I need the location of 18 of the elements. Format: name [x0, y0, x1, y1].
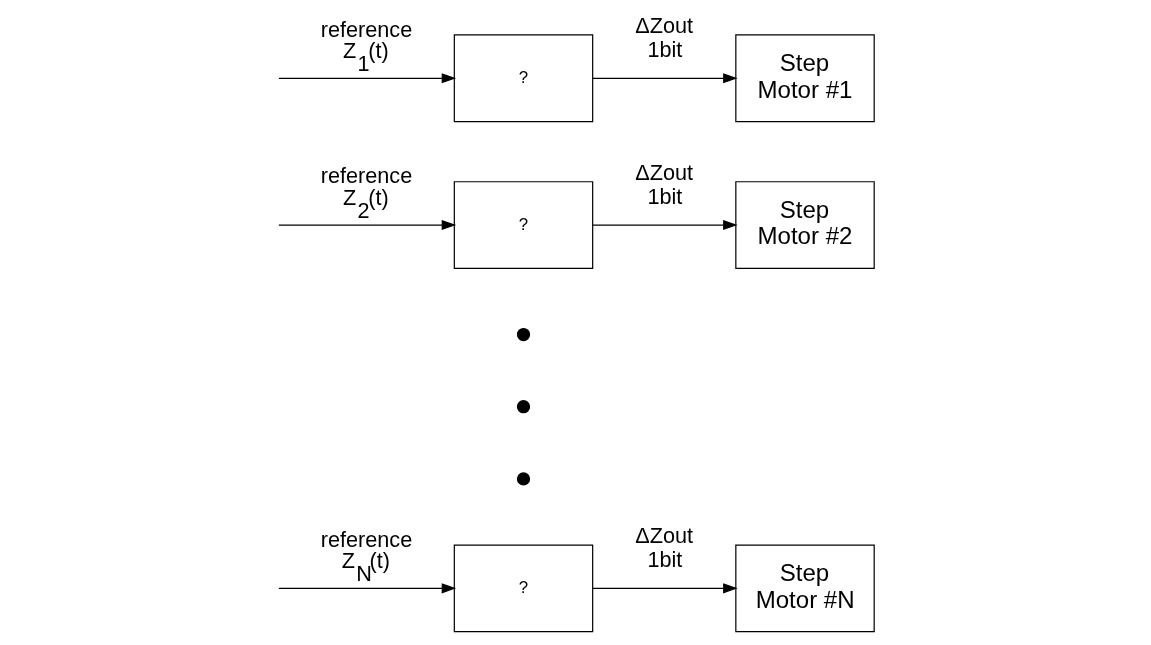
edge-label: ΔZout 1bit — [634, 159, 693, 209]
arrow — [277, 73, 456, 84]
arrow — [277, 583, 456, 594]
node-box: Step Motor #N — [734, 544, 875, 633]
node-circle — [516, 400, 530, 414]
arrow — [591, 73, 738, 84]
arrow — [277, 220, 456, 231]
node-box: ? — [453, 34, 593, 123]
arrow — [591, 220, 738, 231]
node-circle — [516, 472, 530, 486]
node-box: ? — [453, 181, 593, 269]
node-box: Step Motor #1 — [734, 34, 875, 123]
edge-label: ΔZout 1bit — [634, 13, 693, 63]
edge-label: ΔZout 1bit — [634, 523, 693, 573]
node-box: ? — [453, 544, 593, 633]
node-circle — [516, 327, 530, 342]
arrow — [591, 583, 738, 594]
node-box: Step Motor #2 — [734, 181, 875, 269]
